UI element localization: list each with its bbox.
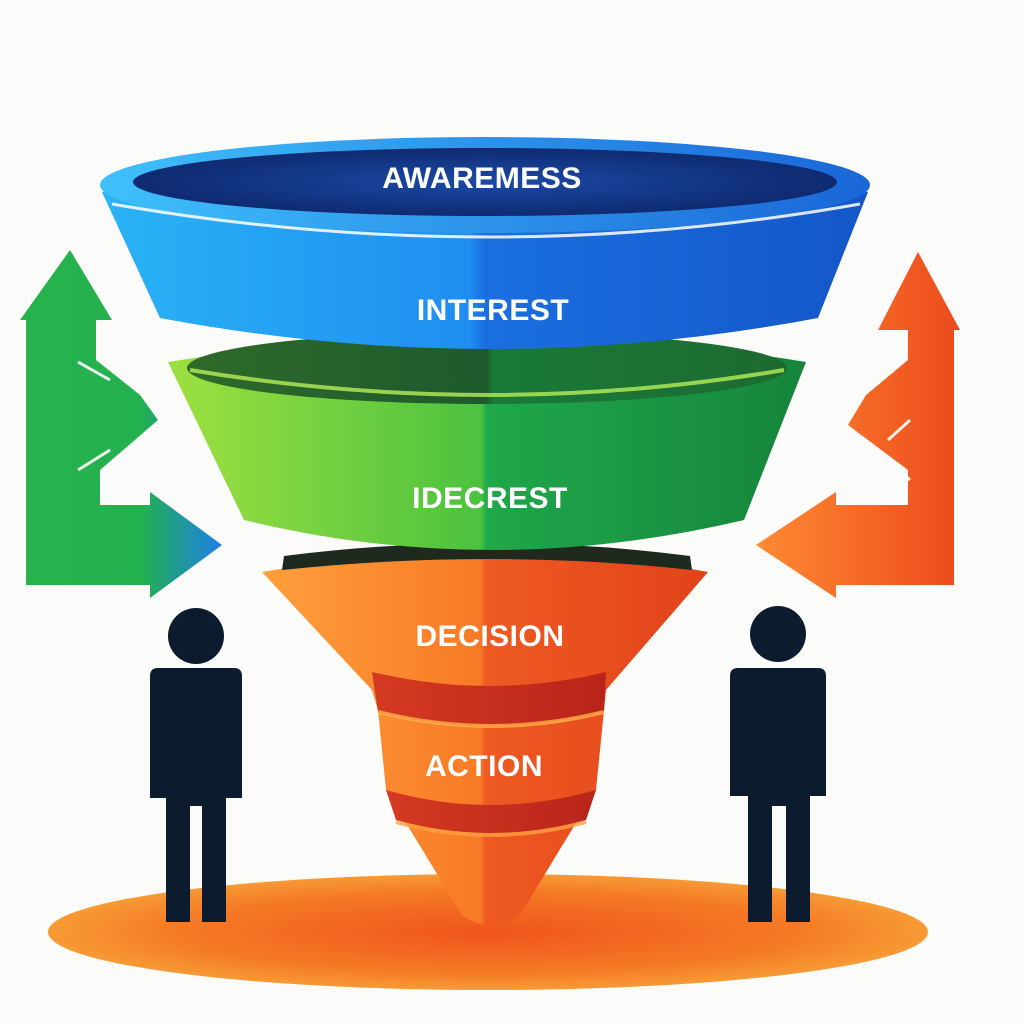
loop-arrow-icon bbox=[20, 250, 222, 598]
funnel-stage-idecrest bbox=[168, 332, 806, 550]
loop-arrow-icon bbox=[756, 252, 960, 598]
stage-label-action: ACTION bbox=[425, 750, 543, 783]
funnel-stage-decision-action bbox=[262, 543, 708, 925]
funnel-stage-awareness-interest bbox=[100, 137, 870, 349]
person-icon bbox=[150, 608, 242, 922]
stage-label-interest: INTEREST bbox=[417, 294, 569, 327]
person-icon bbox=[730, 606, 826, 922]
ground-shadow bbox=[48, 874, 928, 990]
stage-label-decision: DECISION bbox=[415, 620, 564, 653]
stage-label-idecrest: IDECREST bbox=[412, 482, 568, 515]
stage-label-awareness: AWAREMESS bbox=[382, 162, 582, 195]
